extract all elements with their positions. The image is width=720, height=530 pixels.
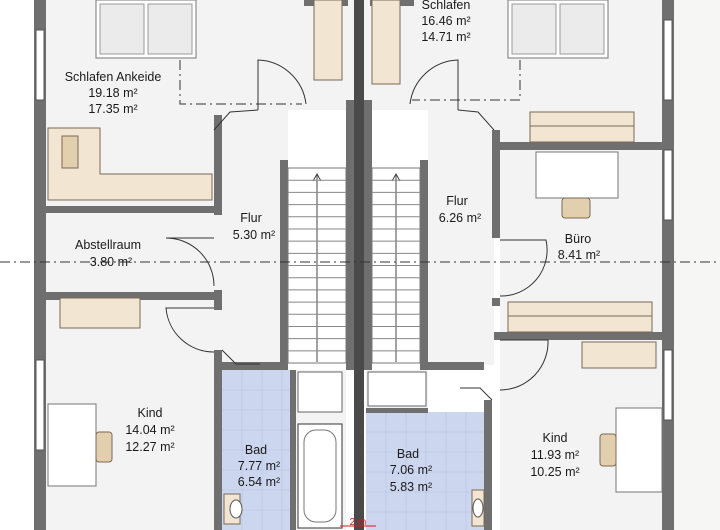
label-schlafen-area1: 16.46 m² [421, 14, 470, 28]
label-kind-left-name: Kind [137, 406, 162, 420]
furniture [47, 0, 663, 529]
staircases [287, 167, 421, 364]
pillow-2 [147, 3, 193, 55]
floor-bad-right-tiles [366, 412, 484, 530]
wardrobe-top-right [371, 0, 401, 85]
wall-stair-right-inner [364, 100, 372, 370]
wall-stair-right-outer [420, 160, 428, 370]
wall-bad-right-top [428, 362, 484, 370]
shower-right [367, 371, 427, 407]
wall-flur-right-upper [492, 130, 500, 238]
label-kind-left-area1: 14.04 m² [125, 423, 174, 437]
toilet-right-bowl [472, 498, 484, 518]
chair-kind-right [599, 433, 617, 467]
label-kind-right-name: Kind [542, 431, 567, 445]
corner-flur-left-top [213, 109, 259, 131]
tile-grid [222, 370, 484, 530]
window-right-2 [663, 149, 673, 221]
flur-corners [213, 109, 495, 401]
label-bad-right-name: Bad [397, 447, 419, 461]
wall-buero-top [494, 142, 662, 150]
wall-flur-left-upper [214, 115, 222, 215]
toilet-left-bowl [229, 499, 243, 519]
label-schlafen-ankeide-name: Schlafen Ankeide [65, 70, 162, 84]
corner-flur-right-top [457, 109, 495, 131]
door-schlafen-ankeide [257, 59, 307, 110]
desk-kind-left [47, 403, 97, 487]
label-kind-right-area1: 11.93 m² [531, 448, 579, 462]
label-bad-left-area2: 6.54 m² [238, 475, 280, 489]
window-left-2 [35, 359, 45, 451]
label-schlafen-area2: 14.71 m² [421, 30, 470, 44]
wall-party [354, 0, 364, 530]
wardrobe-top-left [313, 0, 343, 81]
label-abstellraum-area: 3.80 m² [90, 255, 132, 269]
dimension-label: 2 m [350, 517, 367, 528]
door-kind-right [499, 339, 549, 391]
wall-abstell-bottom [46, 292, 214, 300]
wall-abstell-top [46, 206, 214, 213]
label-bad-left-area1: 7.77 m² [238, 459, 280, 473]
cabinet-schlafen [529, 111, 635, 143]
label-kind-left-area2: 12.27 m² [125, 440, 174, 454]
floor-flur-left [214, 110, 288, 365]
window-right-1 [663, 19, 673, 101]
label-schlafen-ankeide-area2: 17.35 m² [88, 102, 137, 116]
shelf-kind-right [581, 341, 657, 369]
floor-abstellraum [46, 212, 214, 292]
label-flur-left-area: 5.30 m² [233, 228, 275, 242]
shelf-abstellraum [59, 297, 141, 329]
label-schlafen-name: Schlafen [422, 0, 471, 12]
corner-flur-left-bottom [221, 349, 260, 365]
label-bad-left-name: Bad [245, 443, 267, 457]
door-buero [499, 239, 548, 297]
label-flur-left-name: Flur [240, 211, 262, 225]
pillow-3 [511, 3, 557, 55]
label-bad-right-area1: 7.06 m² [390, 463, 432, 477]
wall-stair-left-inner [346, 100, 354, 370]
wall-shower-right [366, 408, 428, 413]
chair-kind-left [95, 431, 113, 463]
label-flur-right-area: 6.26 m² [439, 211, 481, 225]
chair-buero [561, 197, 591, 219]
shelf-buero [507, 301, 653, 333]
door-abstellraum [165, 237, 215, 287]
wall-shower-left [290, 370, 296, 530]
door-kind-left [165, 307, 215, 353]
desk-buero [535, 151, 619, 199]
label-abstellraum-name: Abstellraum [75, 238, 141, 252]
wall-bad-left-top [222, 362, 288, 370]
stair-right-arrowhead [391, 172, 401, 182]
doors [165, 59, 549, 391]
label-kind-right-area2: 10.25 m² [530, 465, 579, 479]
floor-flur-right [428, 110, 494, 365]
pillow-4 [559, 3, 605, 55]
label-flur-right-name: Flur [446, 194, 468, 208]
wall-bad-right-east [484, 400, 492, 530]
label-schlafen-ankeide-area1: 19.18 m² [88, 86, 137, 100]
window-right-3 [663, 349, 673, 421]
wall-flur-right-mid [492, 298, 500, 306]
door-schlafen [409, 59, 459, 110]
bathtub-basin [303, 429, 337, 523]
wall-flur-left-lower [214, 350, 222, 530]
pillow-1 [99, 3, 145, 55]
roof-line-right [412, 0, 521, 101]
wall-stair-left-outer [280, 160, 288, 370]
dresser-l-shaped [47, 127, 213, 201]
corner-flur-right-bottom [460, 387, 493, 401]
shower-left [297, 371, 343, 413]
desk-kind-right [615, 407, 663, 493]
wall-flur-left-mid [214, 290, 222, 310]
stair-left-arrowhead [312, 172, 322, 182]
window-left-1 [35, 29, 45, 101]
wall-buero-bottom [494, 332, 662, 340]
label-buero-name: Büro [565, 232, 591, 246]
room-labels: Schlafen Ankeide 19.18 m² 17.35 m² Schla… [65, 0, 601, 528]
label-buero-area: 8.41 m² [558, 248, 600, 262]
label-bad-right-area2: 5.83 m² [390, 480, 432, 494]
dresser-drawer [61, 135, 79, 169]
